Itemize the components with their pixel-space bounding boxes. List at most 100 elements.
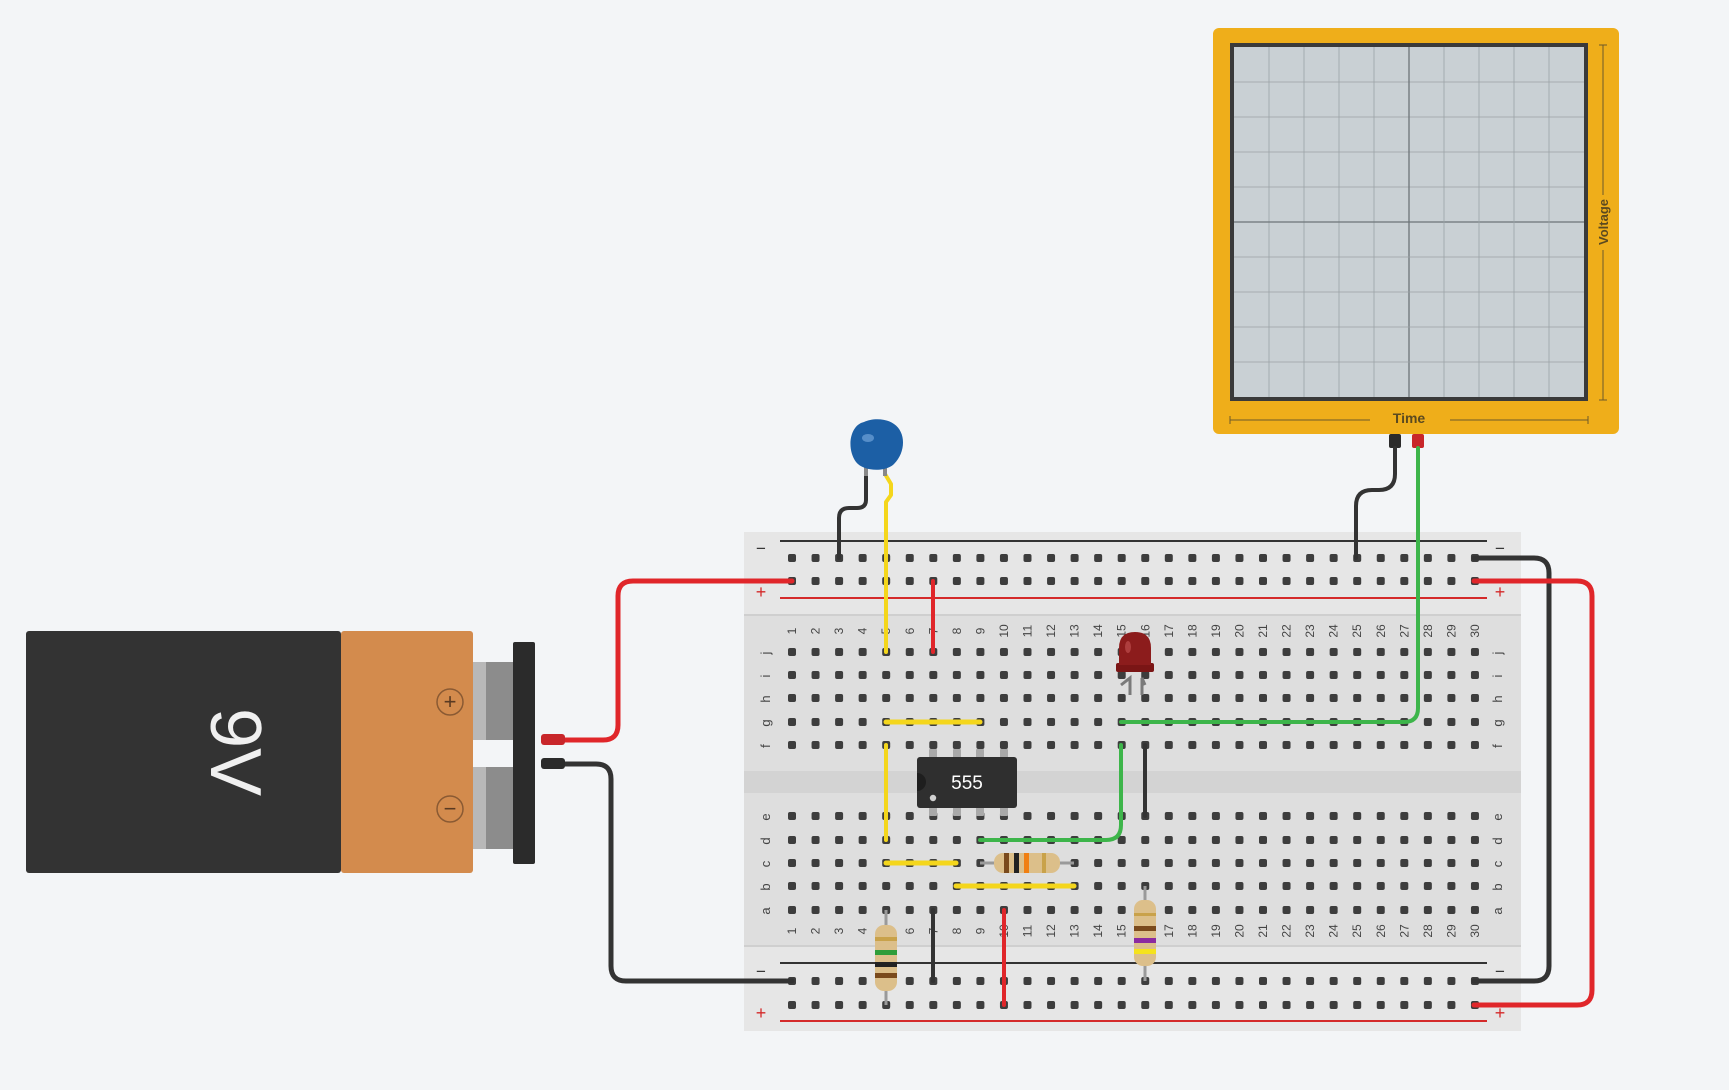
rail-hole[interactable] bbox=[1423, 554, 1432, 562]
breadboard-hole-d[interactable] bbox=[1211, 836, 1220, 844]
oscilloscope[interactable]: Time Voltage bbox=[1213, 28, 1619, 448]
rail-hole[interactable] bbox=[1447, 577, 1456, 585]
rail-hole[interactable] bbox=[1117, 1001, 1126, 1009]
breadboard-hole-d[interactable] bbox=[1353, 836, 1362, 844]
breadboard-hole-d[interactable] bbox=[1117, 836, 1126, 844]
rail-hole[interactable] bbox=[1447, 977, 1456, 985]
breadboard-hole-j[interactable] bbox=[1329, 648, 1338, 656]
breadboard-hole-g[interactable] bbox=[835, 718, 844, 726]
breadboard-hole-b[interactable] bbox=[905, 882, 914, 890]
rail-hole[interactable] bbox=[1447, 1001, 1456, 1009]
breadboard-hole-i[interactable] bbox=[882, 671, 891, 679]
rail-hole[interactable] bbox=[1094, 554, 1103, 562]
rail-hole[interactable] bbox=[1094, 977, 1103, 985]
breadboard-hole-h[interactable] bbox=[1164, 694, 1173, 702]
breadboard-hole-e[interactable] bbox=[1094, 812, 1103, 820]
rail-hole[interactable] bbox=[952, 554, 961, 562]
breadboard-hole-i[interactable] bbox=[858, 671, 867, 679]
breadboard-hole-i[interactable] bbox=[1376, 671, 1385, 679]
breadboard-hole-i[interactable] bbox=[1141, 671, 1150, 679]
wire-battery-negative[interactable] bbox=[562, 761, 795, 984]
breadboard-hole-c[interactable] bbox=[1353, 859, 1362, 867]
breadboard-hole-b[interactable] bbox=[1235, 882, 1244, 890]
ic-555-timer[interactable]: 555 bbox=[917, 749, 1017, 816]
breadboard-hole-b[interactable] bbox=[1423, 882, 1432, 890]
breadboard-hole-f[interactable] bbox=[1470, 741, 1479, 749]
breadboard-hole-h[interactable] bbox=[1141, 694, 1150, 702]
breadboard-hole-c[interactable] bbox=[1282, 859, 1291, 867]
rail-hole[interactable] bbox=[1306, 577, 1315, 585]
breadboard-hole-f[interactable] bbox=[1070, 741, 1079, 749]
breadboard-hole-d[interactable] bbox=[1376, 836, 1385, 844]
breadboard-hole-d[interactable] bbox=[929, 836, 938, 844]
breadboard-hole-j[interactable] bbox=[1023, 648, 1032, 656]
rail-hole[interactable] bbox=[1376, 554, 1385, 562]
breadboard-hole-h[interactable] bbox=[1094, 694, 1103, 702]
breadboard-hole-a[interactable] bbox=[952, 906, 961, 914]
breadboard-hole-b[interactable] bbox=[1470, 882, 1479, 890]
rail-hole[interactable] bbox=[1164, 1001, 1173, 1009]
breadboard-hole-j[interactable] bbox=[835, 648, 844, 656]
breadboard-hole-h[interactable] bbox=[1117, 694, 1126, 702]
wire-capacitor-ground[interactable] bbox=[837, 472, 868, 560]
breadboard-hole-a[interactable] bbox=[905, 906, 914, 914]
rail-hole[interactable] bbox=[929, 554, 938, 562]
rail-hole[interactable] bbox=[1282, 977, 1291, 985]
breadboard-hole-b[interactable] bbox=[1094, 882, 1103, 890]
breadboard-hole-g[interactable] bbox=[1070, 718, 1079, 726]
breadboard-hole-f[interactable] bbox=[788, 741, 796, 749]
breadboard-hole-d[interactable] bbox=[811, 836, 820, 844]
breadboard-hole-c[interactable] bbox=[1376, 859, 1385, 867]
breadboard-hole-h[interactable] bbox=[811, 694, 820, 702]
breadboard-hole-e[interactable] bbox=[858, 812, 867, 820]
breadboard-hole-h[interactable] bbox=[1306, 694, 1315, 702]
wire-rail-positive-jumper[interactable] bbox=[1471, 578, 1595, 1008]
rail-hole[interactable] bbox=[1094, 577, 1103, 585]
breadboard-hole-b[interactable] bbox=[1188, 882, 1197, 890]
breadboard-hole-h[interactable] bbox=[999, 694, 1008, 702]
breadboard-hole-b[interactable] bbox=[1259, 882, 1267, 890]
breadboard-hole-h[interactable] bbox=[1023, 694, 1032, 702]
breadboard-hole-c[interactable] bbox=[788, 859, 796, 867]
rail-hole[interactable] bbox=[1023, 577, 1032, 585]
rail-hole[interactable] bbox=[1117, 977, 1126, 985]
breadboard-hole-f[interactable] bbox=[1235, 741, 1244, 749]
breadboard-hole-j[interactable] bbox=[999, 648, 1008, 656]
breadboard-hole-f[interactable] bbox=[1211, 741, 1220, 749]
breadboard-hole-d[interactable] bbox=[1141, 836, 1150, 844]
breadboard-hole-a[interactable] bbox=[1306, 906, 1315, 914]
rail-hole[interactable] bbox=[1329, 1001, 1338, 1009]
breadboard-hole-f[interactable] bbox=[1023, 741, 1032, 749]
breadboard-hole-c[interactable] bbox=[1070, 859, 1079, 867]
breadboard-hole-j[interactable] bbox=[1306, 648, 1315, 656]
breadboard-hole-a[interactable] bbox=[1353, 906, 1362, 914]
breadboard-hole-c[interactable] bbox=[1306, 859, 1315, 867]
rail-hole[interactable] bbox=[858, 577, 867, 585]
rail-hole[interactable] bbox=[1141, 577, 1150, 585]
rail-hole[interactable] bbox=[1235, 1001, 1244, 1009]
breadboard-hole-f[interactable] bbox=[1353, 741, 1362, 749]
breadboard-hole-b[interactable] bbox=[1211, 882, 1220, 890]
breadboard-hole-i[interactable] bbox=[1423, 671, 1432, 679]
breadboard-hole-g[interactable] bbox=[999, 718, 1008, 726]
breadboard-hole-e[interactable] bbox=[1047, 812, 1056, 820]
breadboard-hole-f[interactable] bbox=[976, 741, 985, 749]
breadboard-hole-a[interactable] bbox=[1211, 906, 1220, 914]
rail-hole[interactable] bbox=[929, 1001, 938, 1009]
breadboard-hole-j[interactable] bbox=[952, 648, 961, 656]
rail-hole[interactable] bbox=[1447, 554, 1456, 562]
battery-negative-lead[interactable] bbox=[541, 758, 565, 769]
breadboard-hole-j[interactable] bbox=[1470, 648, 1479, 656]
rail-hole[interactable] bbox=[1235, 554, 1244, 562]
rail-hole[interactable] bbox=[1306, 977, 1315, 985]
rail-hole[interactable] bbox=[1282, 1001, 1291, 1009]
breadboard-hole-c[interactable] bbox=[1470, 859, 1479, 867]
breadboard-hole-a[interactable] bbox=[858, 906, 867, 914]
breadboard-hole-g[interactable] bbox=[1423, 718, 1432, 726]
breadboard-hole-h[interactable] bbox=[1470, 694, 1479, 702]
breadboard-hole-a[interactable] bbox=[1164, 906, 1173, 914]
breadboard-hole-i[interactable] bbox=[811, 671, 820, 679]
breadboard-hole-a[interactable] bbox=[1047, 906, 1056, 914]
breadboard-hole-i[interactable] bbox=[1047, 671, 1056, 679]
rail-hole[interactable] bbox=[905, 1001, 914, 1009]
